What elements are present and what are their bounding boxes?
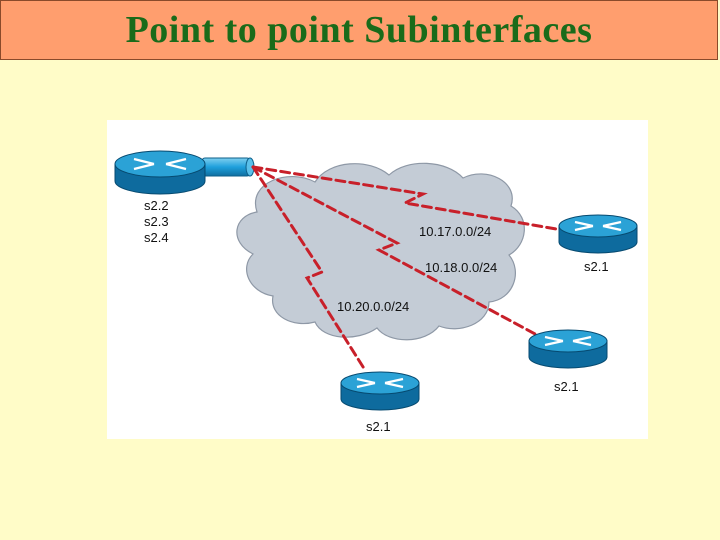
title-bar: Point to point Subinterfaces <box>0 0 718 60</box>
diagram-canvas <box>114 150 638 411</box>
hub-subinterface-label: s2.4 <box>144 230 169 245</box>
subnet-label-1: 10.17.0.0/24 <box>419 224 492 239</box>
router-arrows-icon <box>544 335 592 347</box>
hub-subinterface-label: s2.3 <box>144 214 169 229</box>
router-arrows-icon <box>356 377 404 389</box>
hub-interface-pipe <box>201 157 255 177</box>
hub-router[interactable] <box>114 150 206 195</box>
remote-interface-label-2: s2.1 <box>554 379 579 394</box>
network-diagram: s2.2 s2.3 s2.4 10.17.0.0/24 10.18.0.0/24… <box>107 120 648 439</box>
remote-interface-label-3: s2.1 <box>366 419 391 434</box>
subnet-label-2: 10.18.0.0/24 <box>425 260 498 275</box>
router-arrows-icon <box>574 220 622 232</box>
remote-router-3[interactable] <box>340 371 420 411</box>
remote-interface-label-1: s2.1 <box>584 259 609 274</box>
remote-router-2[interactable] <box>528 329 608 369</box>
subnet-label-3: 10.20.0.0/24 <box>337 299 410 314</box>
slide-title: Point to point Subinterfaces <box>125 9 593 51</box>
pvc-link-3 <box>251 165 367 372</box>
pvc-link-2 <box>251 165 539 337</box>
pvc-link-1 <box>251 165 564 232</box>
remote-router-1[interactable] <box>558 214 638 254</box>
router-arrows-icon <box>133 157 187 171</box>
hub-subinterface-label: s2.2 <box>144 198 169 213</box>
